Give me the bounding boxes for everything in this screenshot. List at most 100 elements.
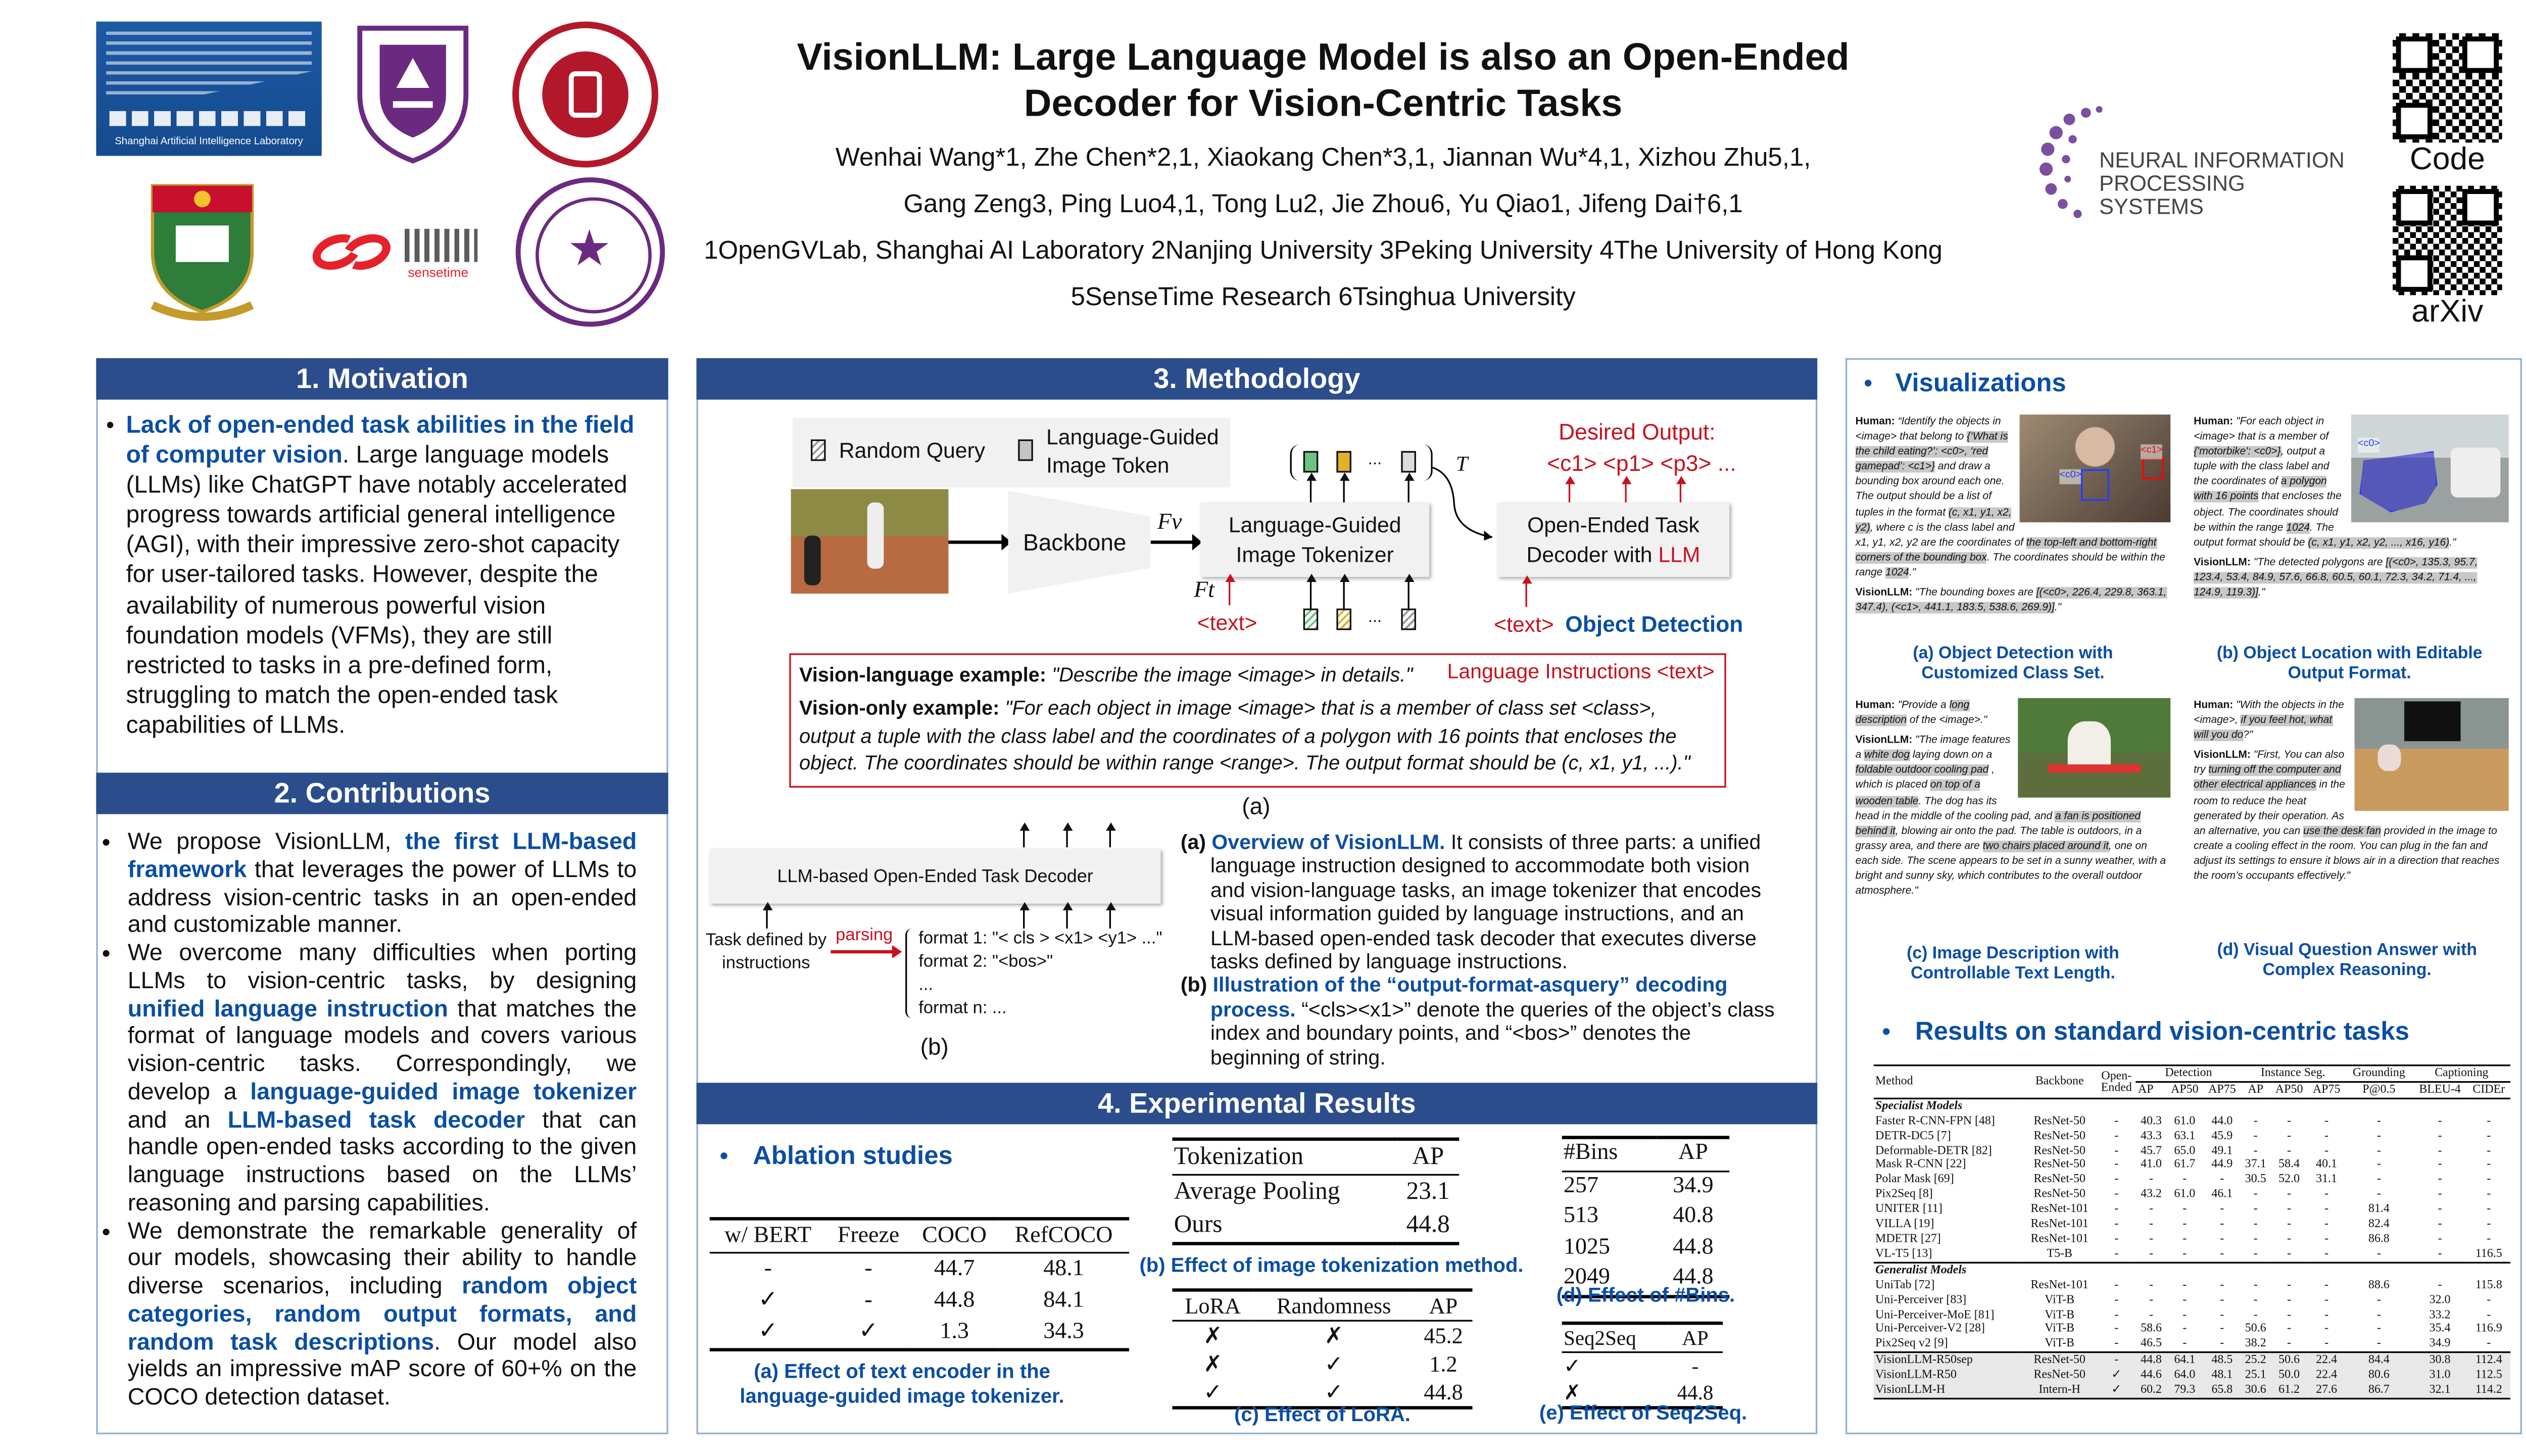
table-cell: - xyxy=(2324,1276,2329,1291)
experimental-results-heading: 4. Experimental Results xyxy=(696,1083,1818,1125)
table-cell: - xyxy=(2149,1200,2154,1216)
decoder-label: Open-Ended Task Decoder with xyxy=(1526,511,1699,566)
table-row: VILLA [19]ResNet-101-------82.4-- xyxy=(1874,1215,2510,1232)
table-cell: - xyxy=(2220,1291,2224,1306)
table-cell: - xyxy=(2253,1230,2258,1245)
text-segment: We demonstrate the remarkable generality… xyxy=(127,1218,637,1300)
llm-decoder-block: LLM-based Open-Ended Task Decoder xyxy=(709,849,1161,904)
child-eating-image: <c0> <c1> xyxy=(2019,414,2171,522)
bullet: • xyxy=(1864,369,1873,398)
neurips-logo: NEURAL INFORMATION PROCESSING SYSTEMS xyxy=(2036,103,2351,235)
red-arrow-up xyxy=(1564,475,1575,503)
table-cell: - xyxy=(2438,1215,2442,1231)
table-cell: - xyxy=(2270,1245,2308,1264)
table-cell: - xyxy=(2487,1305,2491,1321)
table-cell: - xyxy=(2376,1186,2381,1201)
code-qr-code[interactable] xyxy=(2393,33,2502,143)
visionllm-reply: VisionLLM: "The bounding boxes are [(<c0… xyxy=(1855,586,2171,616)
legend-guided-token: Language-Guided Image Token xyxy=(1046,424,1219,478)
arrow-up xyxy=(1403,472,1414,503)
table-cell: - xyxy=(2096,1352,2136,1369)
table-header-cell: AP xyxy=(1667,1321,1723,1353)
table-cell: 50.0 xyxy=(2270,1367,2308,1383)
table-cell: 65.8 xyxy=(2203,1381,2241,1399)
table-cell: 27.6 xyxy=(2308,1381,2346,1399)
table-group-label: Specialist Models xyxy=(1875,1097,1963,1112)
arxiv-qr-code[interactable] xyxy=(2393,185,2502,296)
table-cell: ResNet-50 xyxy=(2022,1367,2097,1383)
highlighted-text: LLM-based task decoder xyxy=(227,1106,525,1134)
method-name: VL-T5 [13] xyxy=(1873,1245,2023,1264)
table-row: ✗✓1.2 xyxy=(1172,1350,1472,1378)
text-segment: Vision-language example: xyxy=(799,663,1052,687)
table-cell: - xyxy=(2096,1335,2136,1353)
table-cell: - xyxy=(2324,1230,2329,1245)
baseball-image xyxy=(791,489,949,594)
table-cell: - xyxy=(2114,1215,2119,1231)
highlighted-text: Lack of open-ended task abilities in the… xyxy=(126,413,635,470)
legend-random-query: Random Query xyxy=(839,438,986,463)
table-cell: 1.2 xyxy=(1429,1351,1458,1377)
visualizations-column xyxy=(1845,358,2522,1435)
bullet: • xyxy=(106,411,115,438)
text-segment: "With the objects in the <image>, xyxy=(2194,700,2344,726)
highlighted-phrase: {'motorbike': <c0>} xyxy=(2194,446,2281,458)
fv-label: Fv xyxy=(1157,510,1182,536)
table-cell: 116.9 xyxy=(2475,1320,2502,1336)
table-cell: - xyxy=(2182,1215,2187,1231)
caption-a: (a) Overview of VisionLLM. It consists o… xyxy=(1181,831,1781,974)
table-cell: - xyxy=(2220,1305,2224,1321)
table-cell: ✓ xyxy=(2096,1381,2136,1399)
method-name: Faster R-CNN-FPN [48] xyxy=(1875,1112,1995,1127)
text-segment: "The image features a xyxy=(1855,735,2011,762)
image-token-yellow xyxy=(1336,451,1351,473)
image-token-gray xyxy=(1401,451,1416,473)
table-row: ✓✓44.8 xyxy=(1172,1378,1473,1410)
text-segment: Human: xyxy=(2194,700,2237,712)
table-cell: 112.5 xyxy=(2467,1367,2511,1383)
table-cell: - xyxy=(2096,1245,2136,1264)
table-cell: - xyxy=(2253,1141,2258,1157)
method-name: VisionLLM-R50sep xyxy=(1873,1352,2023,1369)
table-cell: 2049 xyxy=(1562,1263,1657,1298)
text-segment: Human: xyxy=(1855,700,1898,712)
table-cell: 61.0 xyxy=(2174,1112,2196,1127)
bullet: • xyxy=(1882,1018,1891,1047)
format-item: format 1: "< cls > <x1> <y1> ..." xyxy=(918,928,1162,949)
table-cell: - xyxy=(2182,1230,2187,1245)
text-segment: that encloses the object. The coordinate… xyxy=(2194,492,2342,533)
table-cell: - xyxy=(2324,1127,2329,1142)
figure-b-label: (b) xyxy=(920,1033,949,1060)
table-cell: 49.1 xyxy=(2211,1141,2233,1157)
shanghai-ai-lab-name: Shanghai Artificial Intelligence Laborat… xyxy=(115,136,303,148)
text-segment: We propose VisionLLM, xyxy=(127,829,405,856)
author-list: Wenhai Wang*1, Zhe Chen*2,1, Xiaokang Ch… xyxy=(663,136,1983,322)
method-name: VisionLLM-R50 xyxy=(1873,1367,2023,1383)
method-name: UNITER [11] xyxy=(1875,1200,1942,1216)
parsing-arrow xyxy=(831,950,894,953)
title-line-2: Decoder for Vision-Centric Tasks xyxy=(1024,81,1623,125)
ellipsis: ... xyxy=(1368,608,1382,627)
table-cell: - xyxy=(2149,1230,2154,1245)
table-cell: - xyxy=(2412,1245,2467,1264)
method-name: Uni-Perceiver [83] xyxy=(1875,1291,1967,1306)
text-segment: "Describe the image <image> in details." xyxy=(1051,663,1413,687)
c0-tag: <c0> xyxy=(2059,469,2082,484)
table-cell: ResNet-50 xyxy=(2033,1127,2085,1142)
table-header-cell: Tokenization xyxy=(1172,1137,1397,1176)
table-e-caption: (e) Effect of Seq2Seq. xyxy=(1539,1401,1747,1425)
backbone-label: Backbone xyxy=(1023,528,1127,556)
table-a-caption: (a) Effect of text encoder in the langua… xyxy=(740,1360,1064,1407)
table-cell: 25.2 xyxy=(2241,1352,2271,1369)
table-cell: - xyxy=(2438,1141,2442,1157)
neurips-name-line-1: NEURAL INFORMATION xyxy=(2099,148,2345,173)
visionllm-reply: VisionLLM: "The image features a white d… xyxy=(1855,733,2171,899)
text-segment: . Our model also yields an impressive mA… xyxy=(127,1329,637,1412)
table-cell: - xyxy=(2149,1171,2154,1186)
table-cell: - xyxy=(2487,1186,2491,1201)
